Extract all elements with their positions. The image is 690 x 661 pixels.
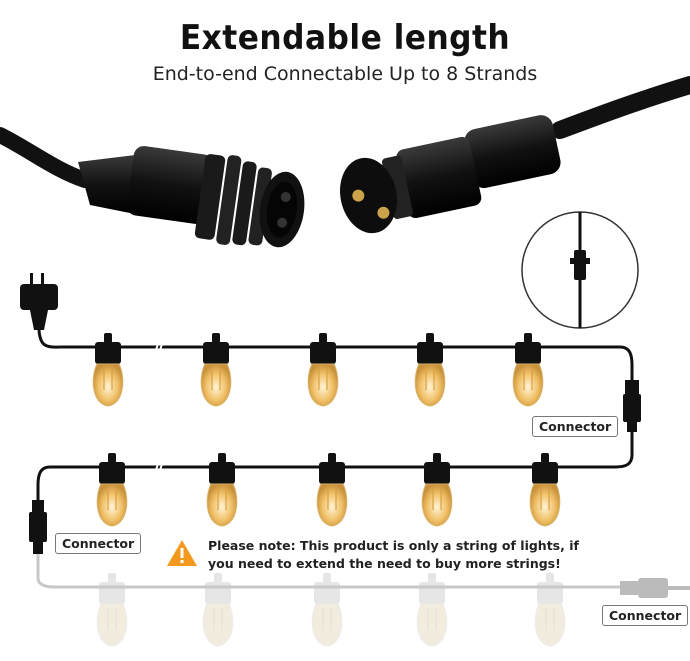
warning-note: Please note: This product is only a stri… bbox=[208, 538, 579, 571]
female-connector-photo bbox=[0, 127, 305, 248]
male-connector-photo bbox=[340, 76, 690, 234]
bulb-icon bbox=[534, 573, 566, 647]
bulb-icon bbox=[512, 333, 544, 407]
bulb-icon bbox=[200, 333, 232, 407]
bulb-row-2 bbox=[96, 453, 561, 527]
connector-label-left: Connector bbox=[55, 533, 142, 554]
connector-right bbox=[623, 380, 641, 432]
bulb-icon bbox=[414, 333, 446, 407]
bulb-icon bbox=[416, 573, 448, 647]
bulb-icon bbox=[92, 333, 124, 407]
power-plug bbox=[20, 273, 61, 349]
bulb-row-3 bbox=[96, 573, 566, 647]
bulb-icon bbox=[311, 573, 343, 647]
connector-label-bottom: Connector bbox=[602, 605, 689, 626]
page-subtitle: End-to-end Connectable Up to 8 Strands bbox=[152, 63, 538, 85]
faded-connector bbox=[620, 578, 690, 598]
connector-zoom-inset bbox=[521, 211, 639, 329]
bulb-icon bbox=[202, 573, 234, 647]
bulb-icon bbox=[307, 333, 339, 407]
warning-icon bbox=[167, 540, 197, 566]
bulb-icon bbox=[421, 453, 453, 527]
page-title: Extendable length bbox=[179, 18, 511, 58]
bulb-row-1 bbox=[92, 333, 544, 407]
connector-left bbox=[29, 500, 47, 554]
bulb-icon bbox=[316, 453, 348, 527]
bulb-icon bbox=[96, 453, 128, 527]
bulb-icon bbox=[206, 453, 238, 527]
connector-label-right: Connector bbox=[532, 416, 619, 437]
bulb-icon bbox=[96, 573, 128, 647]
bulb-icon bbox=[529, 453, 561, 527]
